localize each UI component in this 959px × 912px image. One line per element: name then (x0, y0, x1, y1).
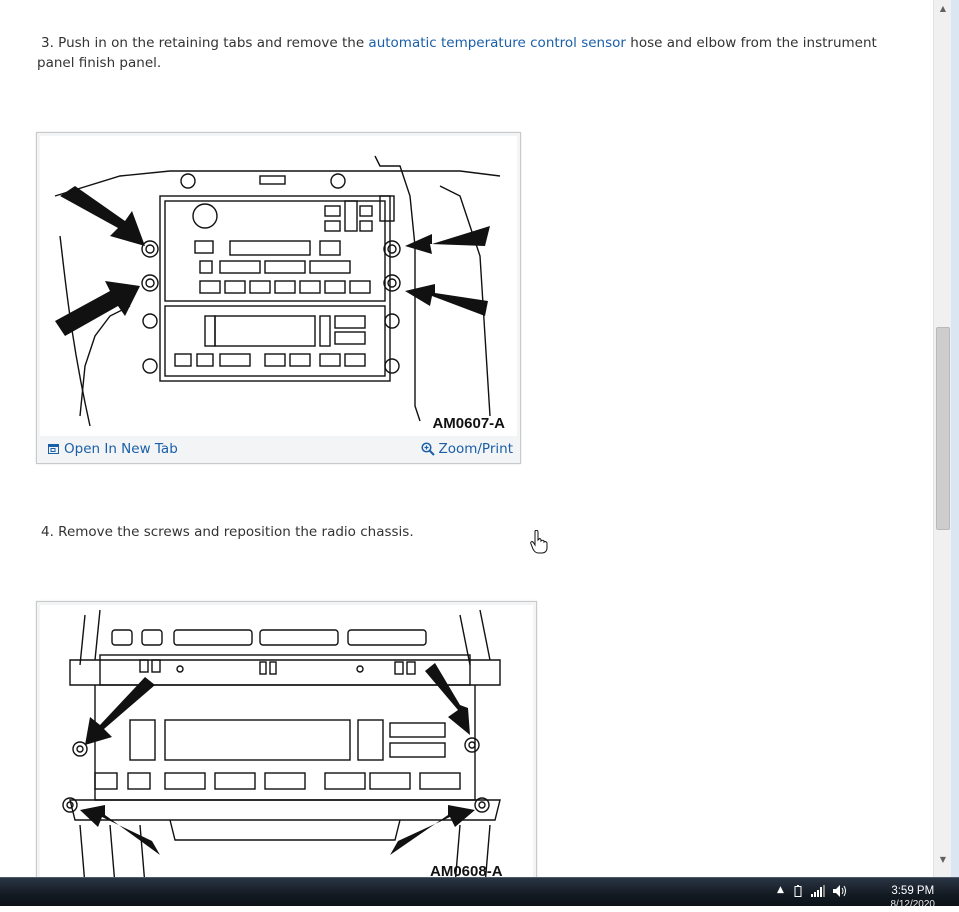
show-hidden-icons-icon[interactable]: ▲ (777, 885, 784, 895)
radio-chassis-illustration: AM0608-A (40, 605, 533, 877)
vertical-scrollbar[interactable]: ▲ ▼ (933, 0, 952, 877)
scroll-down-arrow-icon[interactable]: ▼ (939, 855, 947, 864)
figure-1-caption: AM0607-A (432, 415, 505, 432)
system-tray: ▲ 3:59 PM 8/12/2020 (769, 878, 959, 910)
figure-1-toolbar: Open In New Tab Zoom/Print (40, 436, 517, 460)
automatic-temperature-control-sensor-link[interactable]: automatic temperature control sensor (368, 35, 626, 51)
clock-date: 8/12/2020 (890, 899, 936, 910)
window-frame-edge (951, 0, 959, 877)
network-signal-icon[interactable] (811, 885, 825, 900)
new-tab-icon (48, 444, 59, 454)
step-3-prefix: 3. Push in on the retaining tabs and rem… (41, 35, 369, 51)
magnifier-zoom-icon (421, 442, 436, 456)
figure-2-caption: AM0608-A (430, 863, 503, 877)
step-3-text: 3. Push in on the retaining tabs and rem… (37, 33, 907, 73)
zoom-print-link[interactable]: Zoom/Print (421, 441, 513, 457)
speaker-volume-icon[interactable] (833, 885, 847, 900)
hand-cursor-icon (530, 529, 548, 558)
scroll-up-arrow-icon[interactable]: ▲ (939, 4, 947, 13)
scrollbar-thumb[interactable] (936, 327, 950, 530)
browser-window: 3. Push in on the retaining tabs and rem… (36, 0, 959, 877)
taskbar: ▲ 3:59 PM 8/12/2020 (0, 877, 959, 910)
step-4-text: 4. Remove the screws and reposition the … (41, 522, 641, 542)
battery-icon[interactable] (794, 885, 802, 900)
page-content: 3. Push in on the retaining tabs and rem… (36, 33, 907, 877)
figure-am0607: AM0607-A Open In New Tab (36, 132, 521, 464)
step-4-label: 4. Remove the screws and reposition the … (41, 524, 414, 540)
open-in-new-tab-link[interactable]: Open In New Tab (48, 441, 178, 457)
radio-panel-illustration: AM0607-A (40, 136, 517, 436)
figure-am0608: AM0608-A (36, 601, 537, 877)
clock-time: 3:59 PM (891, 885, 935, 897)
taskbar-clock[interactable]: 3:59 PM 8/12/2020 (891, 884, 936, 912)
zoom-print-label: Zoom/Print (438, 441, 513, 457)
open-in-new-tab-label: Open In New Tab (64, 441, 178, 457)
step-3-suffix: hose and elbow from the instrument panel… (37, 35, 877, 71)
